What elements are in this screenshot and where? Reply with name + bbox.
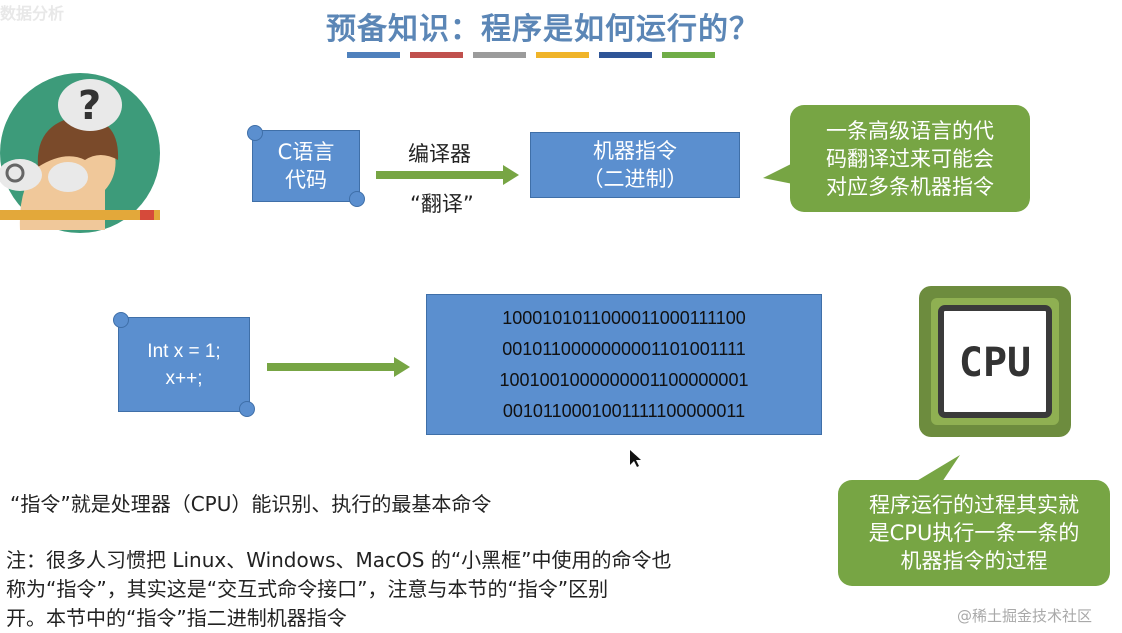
callout-top-line2: 码翻译过来可能会: [826, 146, 994, 171]
note-paragraph: 注：很多人习惯把 Linux、Windows、MacOS 的“小黑框”中使用的命…: [6, 546, 806, 633]
binary-line: 1000101011000011000111100: [502, 307, 746, 328]
slide-title: 预备知识：程序是如何运行的？: [326, 12, 760, 47]
binary-instruction-box: 1000101011000011000111100 00101100000000…: [426, 294, 822, 435]
mouse-cursor-icon: [630, 450, 641, 467]
binary-line: 1001001000000001100000001: [499, 369, 749, 390]
c-code-line2: 代码: [285, 168, 327, 192]
title-bar-segment: [473, 52, 526, 58]
translate-label: “翻译”: [410, 192, 474, 216]
code-example-scroll: Int x = 1; x++;: [113, 312, 255, 417]
compiler-label: 编译器: [408, 142, 471, 166]
title-bar-segment: [662, 52, 715, 58]
c-code-scroll: C语言 代码: [247, 125, 365, 207]
compile-arrow-2: [267, 363, 395, 371]
svg-text:?: ?: [78, 83, 101, 129]
callout-bottom: 程序运行的过程其实就 是CPU执行一条一条的 机器指令的过程: [838, 480, 1110, 586]
binary-line: 0010110001001111100000011: [502, 400, 746, 421]
note-line: 开。本节中的“指令”指二进制机器指令: [6, 606, 347, 630]
title-bar-segment: [347, 52, 400, 58]
callout-bottom-line3: 机器指令的过程: [900, 549, 1048, 573]
callout-top: 一条高级语言的代 码翻译过来可能会 对应多条机器指令: [790, 105, 1030, 212]
watermark-top: 数据分析: [0, 4, 65, 23]
callout-bottom-line2: 是CPU执行一条一条的: [868, 521, 1080, 545]
title-bar-segment: [599, 52, 652, 58]
callout-bottom-line1: 程序运行的过程其实就: [869, 493, 1079, 517]
cpu-chip-icon: CPU: [919, 286, 1071, 437]
binary-line: 0010110000000001101001111: [502, 338, 746, 359]
callout-top-line3: 对应多条机器指令: [826, 174, 994, 199]
machine-instruction-line2: （二进制）: [582, 167, 688, 191]
machine-instruction-line1: 机器指令: [593, 139, 677, 163]
title-bar-segment: [410, 52, 463, 58]
note-line: 注：很多人习惯把 Linux、Windows、MacOS 的“小黑框”中使用的命…: [6, 548, 672, 572]
code-line2: x++;: [165, 367, 203, 389]
code-line1: Int x = 1;: [147, 340, 221, 362]
instruction-definition: “指令”就是处理器（CPU）能识别、执行的最基本命令: [10, 492, 492, 516]
title-color-bar: [347, 52, 715, 58]
cpu-label: CPU: [959, 340, 1031, 386]
title-bar-segment: [536, 52, 589, 58]
compile-arrow: [376, 171, 504, 179]
callout-bottom-tail: [910, 455, 960, 485]
callout-top-line1: 一条高级语言的代: [826, 118, 994, 143]
compile-arrow-head: [503, 165, 519, 185]
note-line: 称为“指令”，其实这是“交互式命令接口”，注意与本节的“指令”区别: [6, 577, 609, 601]
compile-arrow-2-head: [394, 357, 410, 377]
watermark: @稀土掘金技术社区: [957, 607, 1093, 625]
thinking-head-illustration: ?: [0, 73, 160, 233]
machine-instruction-box: 机器指令 （二进制）: [530, 132, 740, 198]
c-code-line1: C语言: [277, 140, 335, 164]
